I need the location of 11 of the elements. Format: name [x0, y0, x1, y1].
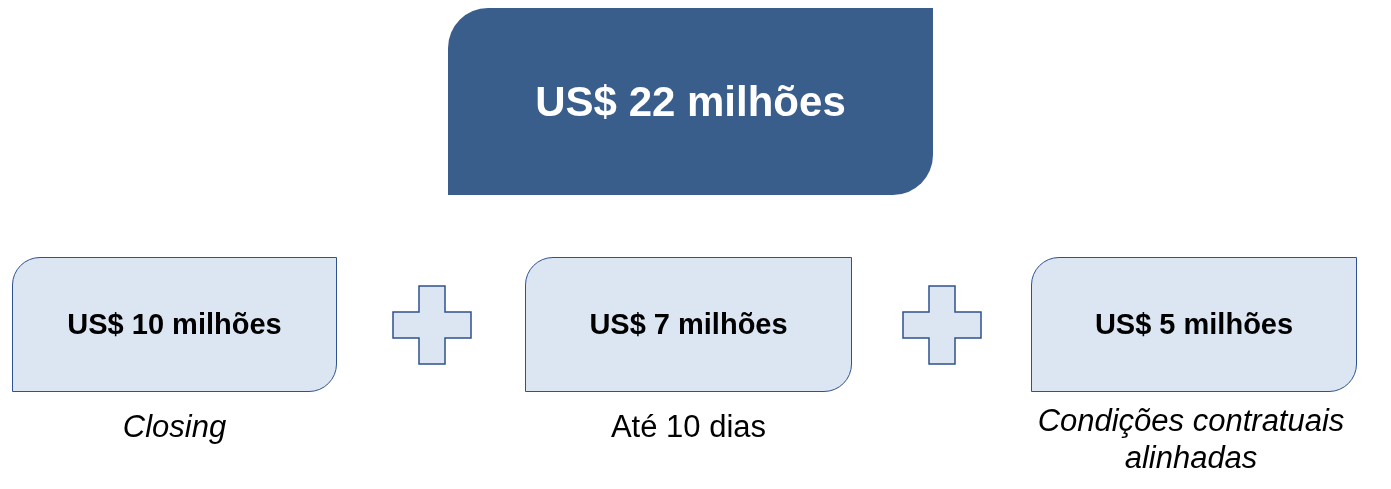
- value-box: [1031, 257, 1357, 392]
- value-box: [448, 8, 933, 195]
- amount-text: US$ 7 milhões: [589, 308, 788, 341]
- value-box: [12, 257, 337, 392]
- timing-note: Closing: [121, 408, 228, 446]
- timing-note: Até 10 dias: [609, 408, 768, 446]
- amount-text: US$ 22 milhões: [535, 77, 846, 126]
- amount-text: US$ 10 milhões: [67, 308, 282, 341]
- amount-text: US$ 5 milhões: [1094, 308, 1294, 341]
- value-box: [525, 257, 852, 392]
- timing-note: Condições contratuais alinhadas: [1036, 402, 1346, 477]
